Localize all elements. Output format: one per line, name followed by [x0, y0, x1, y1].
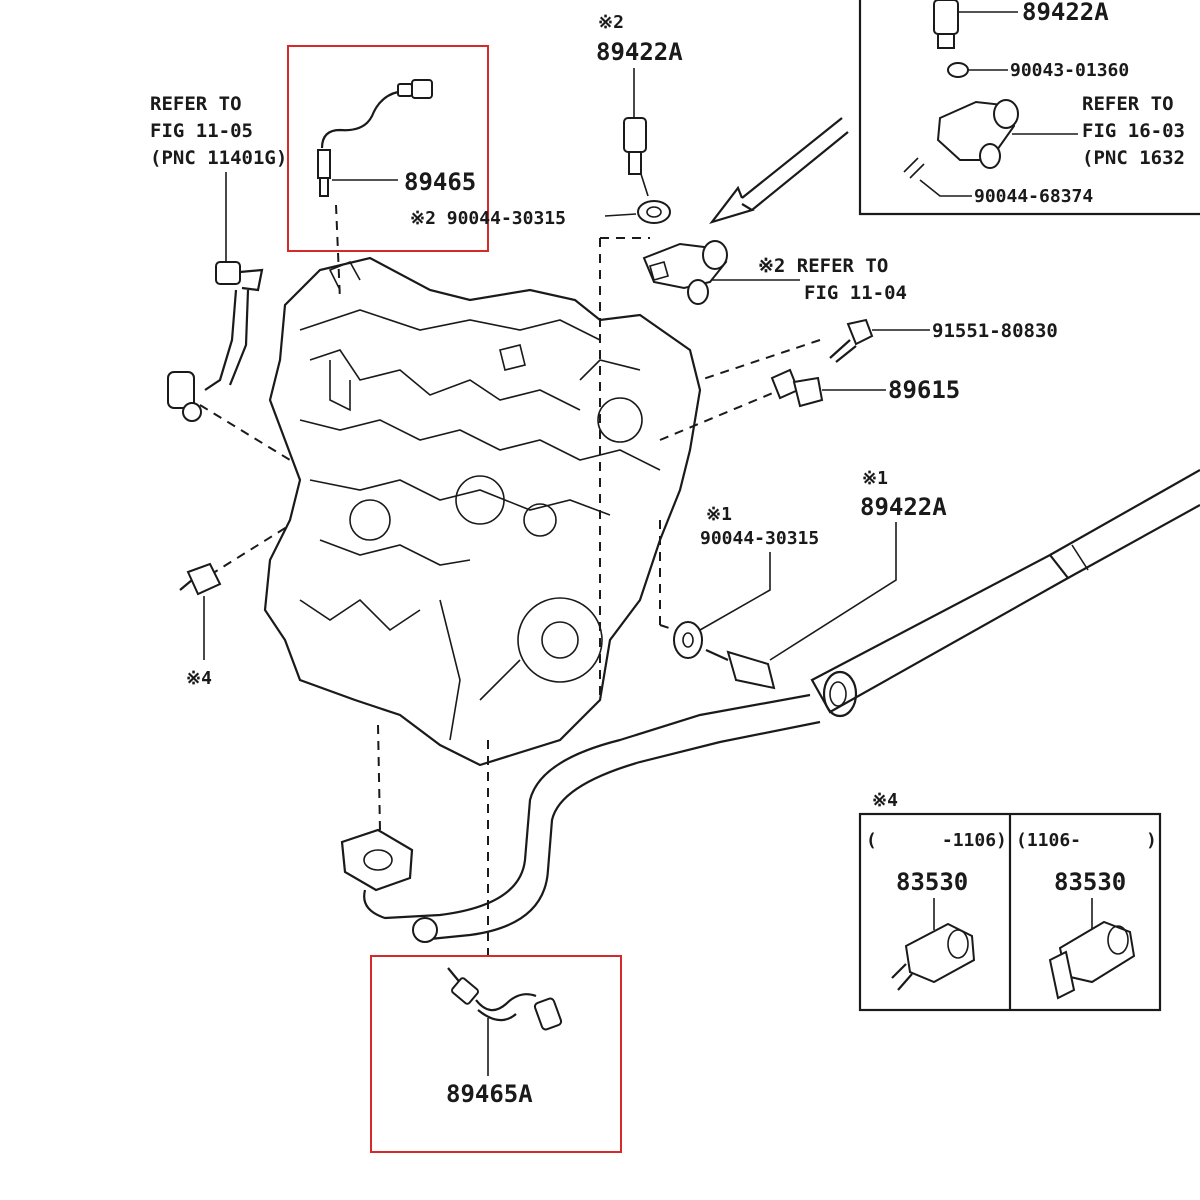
- cam-position-sensor-left[interactable]: [167, 261, 264, 422]
- inset-bottom-right: ※4 ( -1106) (1106- ) 83530 83530: [858, 790, 1162, 1012]
- refer-left-line2: FIG 11-05: [150, 120, 253, 142]
- inset-mark4: ※4: [872, 790, 898, 811]
- label-89422a-mid: 89422A: [860, 493, 947, 521]
- inset-col2-part: 83530: [1054, 868, 1126, 896]
- inset-refer-line2: FIG 16-03: [1082, 120, 1185, 142]
- knock-sensor-89615[interactable]: [770, 368, 824, 408]
- refer-left-line3: (PNC 11401G): [150, 147, 287, 169]
- leader-lines: [199, 204, 821, 955]
- inset-col1-part: 83530: [896, 868, 968, 896]
- inset-col1-range: ( -1106): [866, 830, 1007, 851]
- inset-refer-line3: (PNC 1632: [1082, 147, 1185, 169]
- water-outlet-housing[interactable]: [642, 240, 728, 305]
- direction-arrow: [709, 117, 849, 225]
- gasket-top[interactable]: [637, 200, 671, 224]
- mark1-b: ※1: [706, 504, 732, 525]
- gasket-mid[interactable]: [673, 621, 703, 659]
- label-gasket-top: ※2 90044-30315: [410, 208, 566, 229]
- mark4-left: ※4: [186, 668, 212, 689]
- oil-pressure-switch-left[interactable]: [179, 562, 222, 660]
- label-gasket-mid: 90044-30315: [700, 528, 819, 549]
- bolt-91551[interactable]: [829, 318, 874, 363]
- inset-refer-line1: REFER TO: [1082, 93, 1174, 115]
- label-89465: 89465: [404, 168, 476, 196]
- label-89465a: 89465A: [446, 1080, 533, 1108]
- engine-block: [263, 256, 702, 767]
- inset-water-outlet[interactable]: [903, 99, 1019, 179]
- exhaust-pipe: [340, 469, 1200, 943]
- mark1-a: ※1: [862, 468, 888, 489]
- label-89422a-top: 89422A: [596, 38, 683, 66]
- oil-pressure-switch-late[interactable]: [1048, 920, 1136, 1000]
- inset-label-part-b: 90043-01360: [1010, 60, 1129, 81]
- label-bolt: 91551-80830: [932, 320, 1058, 342]
- inset-label-part-c: 90044-68374: [974, 186, 1093, 207]
- inset-col2-range: (1106- ): [1016, 830, 1157, 851]
- label-89615: 89615: [888, 376, 960, 404]
- exhaust-temp-sensor[interactable]: [705, 648, 776, 690]
- inset-temp-sensor[interactable]: [933, 0, 959, 49]
- oxygen-sensor-89465a[interactable]: [447, 967, 563, 1031]
- oil-pressure-switch-early[interactable]: [891, 922, 976, 991]
- oxygen-sensor-89465[interactable]: [317, 79, 433, 197]
- water-temp-sensor-top[interactable]: [623, 117, 649, 197]
- inset-label-part-a: 89422A: [1022, 0, 1109, 26]
- highlight-box-top: [287, 45, 489, 252]
- highlight-box-bottom: [370, 955, 622, 1153]
- refer-mid-line1: ※2 REFER TO: [758, 255, 888, 277]
- inset-top-right: 89422A 90043-01360 REFER TO FIG 16-03 (P…: [858, 0, 1200, 216]
- refer-mid-line2: FIG 11-04: [804, 282, 907, 304]
- mark2-top: ※2: [598, 12, 624, 33]
- refer-left-line1: REFER TO: [150, 93, 242, 115]
